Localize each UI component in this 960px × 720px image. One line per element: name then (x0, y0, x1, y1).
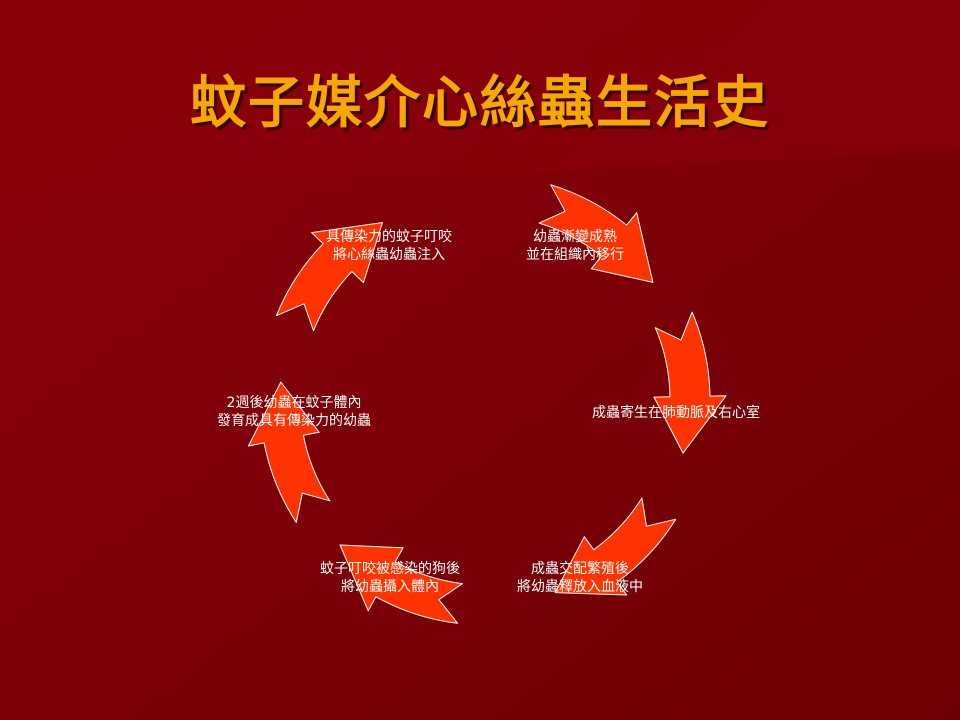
step-line: 幼蟲漸變成熟 (533, 229, 617, 245)
step-line: 成蟲交配繁殖後 (531, 561, 629, 577)
cycle-arrow-icon-4 (339, 544, 463, 624)
step-line: 並在組織內移行 (526, 247, 624, 263)
step-line: 發育成具有傳染力的幼蟲 (217, 413, 371, 429)
cycle-arrow-icon-5 (247, 381, 331, 523)
cycle-step-larvae-mature: 幼蟲漸變成熟 並在組織內移行 (500, 228, 650, 264)
cycle-arrow-icon-6 (275, 222, 383, 332)
step-line: 具傳染力的蚊子叮咬 (326, 229, 452, 245)
cycle-step-adult-heart: 成蟲寄生在肺動脈及右心室 (566, 404, 786, 422)
slide-title: 蚊子媒介心絲蟲生活史 (190, 70, 770, 136)
step-line: 蚊子叮咬被感染的狗後 (320, 561, 460, 577)
cycle-arrow-icon-1 (538, 184, 654, 283)
cycle-step-develop-in-mosquito: 2週後幼蟲在蚊子體內 發育成具有傳染力的幼蟲 (194, 394, 394, 430)
background-band (0, 0, 960, 200)
cycle-step-mosquito-ingests: 蚊子叮咬被感染的狗後 將幼蟲攝入體內 (300, 560, 480, 596)
step-line: 2週後幼蟲在蚊子體內 (226, 395, 362, 411)
step-line: 將心絲蟲幼蟲注入 (333, 247, 445, 263)
step-line: 將幼蟲釋放入血液中 (517, 579, 643, 595)
step-line: 成蟲寄生在肺動脈及右心室 (592, 405, 760, 421)
step-line: 將幼蟲攝入體內 (341, 579, 439, 595)
cycle-arrow-icon-2 (653, 311, 727, 454)
cycle-step-reproduce: 成蟲交配繁殖後 將幼蟲釋放入血液中 (500, 560, 660, 596)
cycle-arrow-icon-3 (554, 497, 677, 596)
cycle-step-mosquito-bite: 具傳染力的蚊子叮咬 將心絲蟲幼蟲注入 (308, 228, 470, 264)
